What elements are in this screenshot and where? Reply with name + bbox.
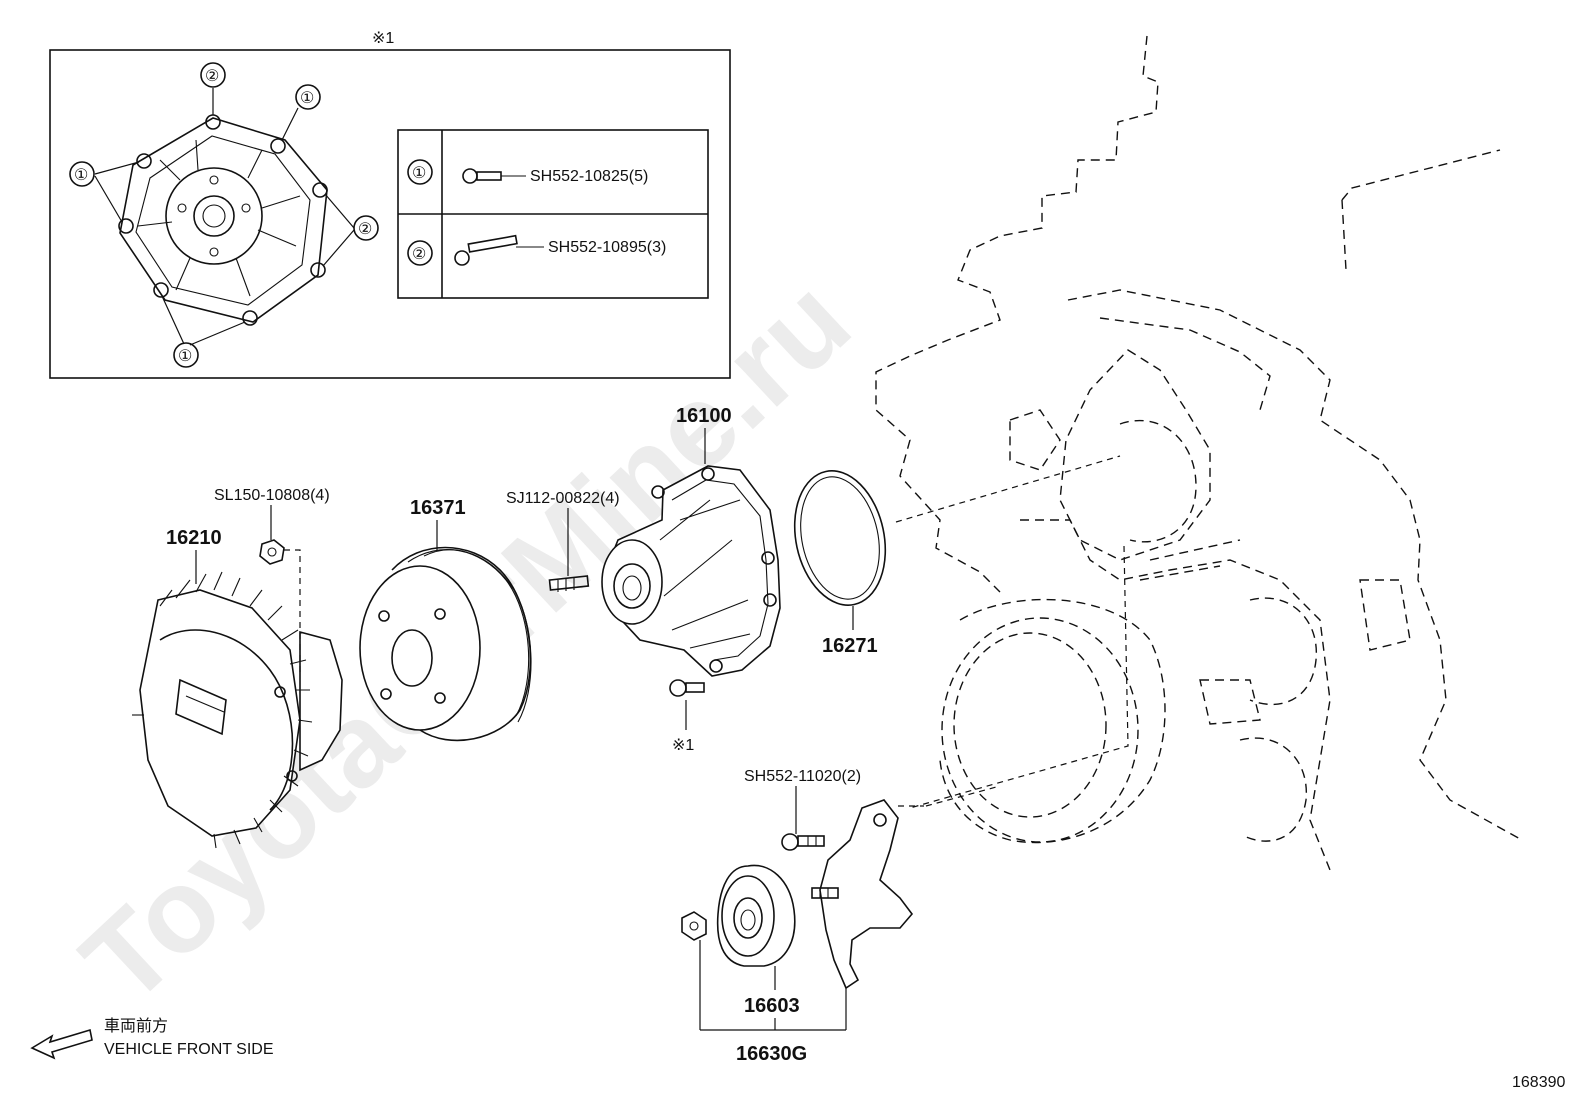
idler-bracket xyxy=(819,785,1001,1030)
callout-one-topright: ① xyxy=(300,90,314,107)
label-16210: 16210 xyxy=(166,527,222,549)
long-bolt-icon xyxy=(454,234,518,266)
inset-panel: ※1 ② xyxy=(49,30,731,379)
callout-one-left: ① xyxy=(74,167,88,184)
front-note-en: VEHICLE FRONT SIDE xyxy=(104,1041,274,1058)
legend-part-1: SH552-10825(5) xyxy=(530,168,648,185)
front-note-ja: 車両前方 xyxy=(104,1017,168,1035)
idler-pulley xyxy=(716,864,796,990)
bolt-legend-table: ① SH552-10825(5) ② SH552-10895(3) xyxy=(397,129,709,299)
front-arrow-icon xyxy=(30,1028,93,1060)
pump-bolt xyxy=(669,679,705,730)
idler-stud xyxy=(811,887,839,899)
diagram-id: 168390 xyxy=(1512,1074,1565,1091)
idler-assy-leader xyxy=(700,1018,846,1031)
fan-pulley xyxy=(359,520,532,742)
label-stud: SJ112-00822(4) xyxy=(506,490,620,507)
legend-key-2: ② xyxy=(412,246,426,263)
label-16371: 16371 xyxy=(410,497,466,519)
idler-bolt xyxy=(781,786,825,851)
gasket-o-ring xyxy=(793,470,887,630)
stud-bolt xyxy=(548,508,590,592)
water-pump xyxy=(601,428,781,677)
label-16271: 16271 xyxy=(822,635,878,657)
engine-block-outline xyxy=(875,35,1523,871)
callout-two-top: ② xyxy=(205,68,219,85)
inset-callouts: ② ① ① ② ① xyxy=(69,62,379,368)
legend-key-1: ① xyxy=(412,165,426,182)
idler-nut xyxy=(681,911,707,1030)
callout-two-right: ② xyxy=(358,221,372,238)
label-16603: 16603 xyxy=(744,995,800,1017)
label-coupling-nut: SL150-10808(4) xyxy=(214,487,330,504)
inset-header-mark: ※1 xyxy=(372,30,394,47)
pump-flange-drawing xyxy=(118,114,328,326)
label-16630g: 16630G xyxy=(736,1043,807,1065)
label-16100: 16100 xyxy=(676,405,732,427)
label-pump-bolt-mark: ※1 xyxy=(672,737,694,754)
fan-coupling xyxy=(132,550,343,849)
vehicle-front-note: 車両前方 VEHICLE FRONT SIDE xyxy=(30,1017,274,1060)
callout-one-bottom: ① xyxy=(178,348,192,365)
legend-part-2: SH552-10895(3) xyxy=(548,239,666,256)
short-bolt-icon xyxy=(462,168,502,184)
coupling-nut xyxy=(259,505,301,672)
label-idler-bolt: SH552-11020(2) xyxy=(744,768,861,785)
